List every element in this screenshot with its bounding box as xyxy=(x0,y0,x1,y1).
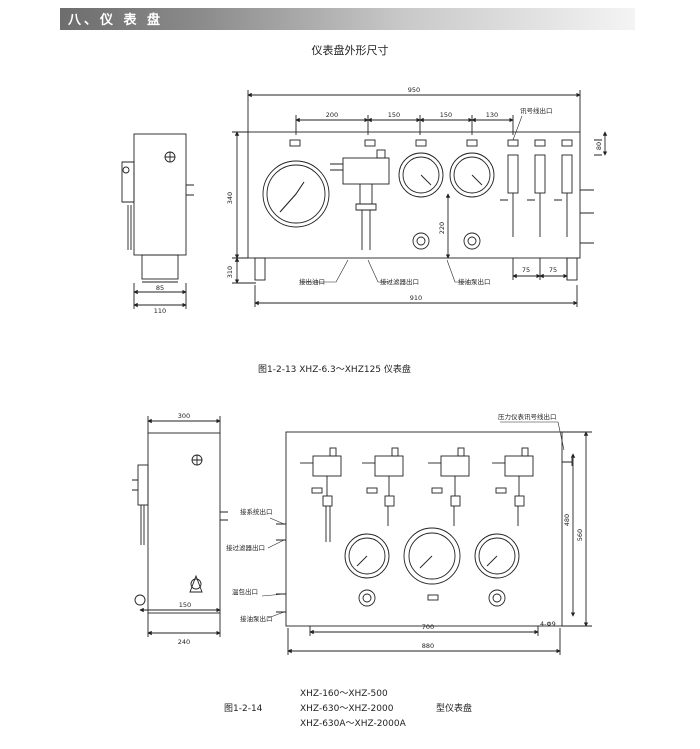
fig1-side-view xyxy=(121,133,194,283)
figure-2-drawing xyxy=(132,416,592,655)
fig2-dim-880: 880 xyxy=(422,642,434,650)
fig1-dim-110: 110 xyxy=(154,307,166,315)
fig1-label-filter-outlet: 接过滤器出口 xyxy=(380,277,419,286)
fig1-dim-85: 85 xyxy=(156,284,164,292)
fig2-caption-suffix: 型仪表盘 xyxy=(436,704,473,714)
fig1-dim-950: 950 xyxy=(408,86,420,94)
section-header-bar xyxy=(60,8,635,30)
fig2-model-2: XHZ-630～XHZ-2000 xyxy=(300,704,394,714)
fig2-dim-holes: 4-Φ9 xyxy=(540,620,556,628)
fig1-dim-910: 910 xyxy=(410,294,422,302)
fig2-label-pressure-signal-outlet: 压力仪表讯号线出口 xyxy=(498,412,557,421)
fig1-front-view xyxy=(247,131,602,281)
fig2-label-warm-outlet: 温包出口 xyxy=(232,587,258,596)
fig1-dim-150-a: 150 xyxy=(388,111,400,119)
fig2-side-view xyxy=(132,432,228,614)
fig1-label-pump-outlet: 接油泵出口 xyxy=(458,277,491,286)
fig2-dim-150: 150 xyxy=(179,601,191,609)
fig2-dim-300: 300 xyxy=(178,412,190,420)
fig1-dim-80: 80 xyxy=(595,142,603,150)
fig1-dim-130: 130 xyxy=(486,111,498,119)
fig1-dim-150-b: 150 xyxy=(440,111,452,119)
fig2-model-1: XHZ-160～XHZ-500 xyxy=(300,689,388,699)
fig2-dim-480: 480 xyxy=(563,514,571,526)
fig1-dim-200: 200 xyxy=(326,111,338,119)
fig2-dim-560: 560 xyxy=(576,529,584,541)
fig2-model-3: XHZ-630A～XHZ-2000A xyxy=(300,719,406,729)
fig2-caption-prefix: 图1-2-14 xyxy=(224,704,263,714)
fig1-label-oil-outlet: 接出油口 xyxy=(299,277,325,286)
fig1-dim-220: 220 xyxy=(438,222,446,234)
fig2-label-pump-outlet: 接油泵出口 xyxy=(240,614,273,623)
fig1-caption: 图1-2-13 XHZ-6.3～XHZ125 仪表盘 xyxy=(258,365,411,375)
page-heading: 仪表盘外形尺寸 xyxy=(311,44,389,57)
fig1-dim-75-b: 75 xyxy=(549,266,557,274)
fig2-dim-240: 240 xyxy=(178,638,190,646)
fig2-label-system-outlet: 接系统出口 xyxy=(240,507,273,516)
fig1-dim-340: 340 xyxy=(226,192,234,204)
fig2-front-view xyxy=(276,431,573,627)
fig1-dim-310: 310 xyxy=(226,266,234,278)
fig1-label-signal-outlet: 讯号线出口 xyxy=(520,106,553,115)
fig2-label-filter-outlet: 接过滤器出口 xyxy=(226,543,265,552)
figure-1-drawing xyxy=(121,90,608,309)
fig1-dim-75-a: 75 xyxy=(522,266,530,274)
fig2-dim-700: 700 xyxy=(422,623,434,631)
section-title: 八、仪 表 盘 xyxy=(68,13,164,28)
